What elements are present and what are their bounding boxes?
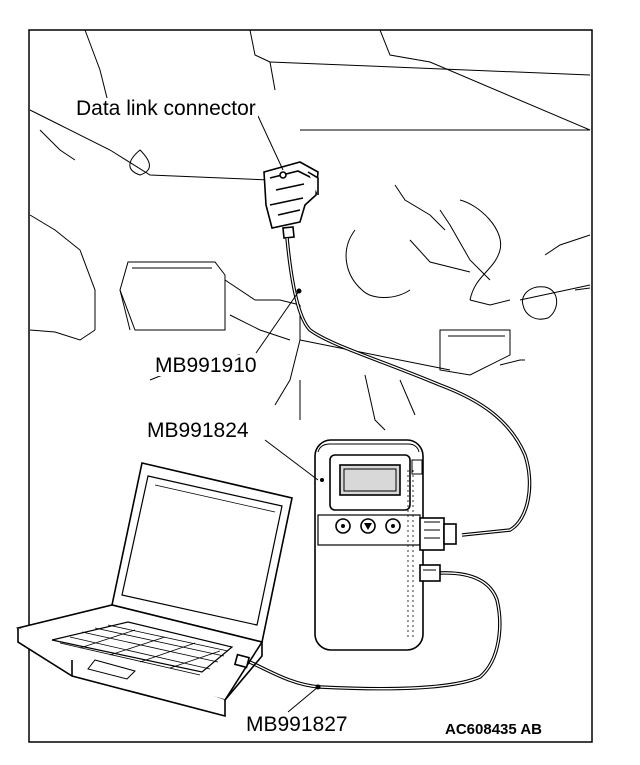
leader-data-link-connector [257,115,284,171]
label-mb991827: MB991827 [244,713,350,736]
mb991827-cable [244,571,502,691]
leader-mb991827 [287,686,319,713]
label-mb991910: MB991910 [153,354,259,377]
label-mb991824: MB991824 [145,419,251,442]
laptop-pc [15,462,293,718]
vehicle-interior [29,29,591,431]
mb991824-interface [314,439,457,651]
leader-lines [255,115,319,713]
label-data-link-connector: Data link connector [74,97,258,120]
data-link-connector [263,161,319,239]
figure-code: AC608435 AB [445,721,542,738]
leader-mb991824 [264,439,319,481]
figure-frame [28,29,593,743]
leader-mb991910 [255,290,300,354]
